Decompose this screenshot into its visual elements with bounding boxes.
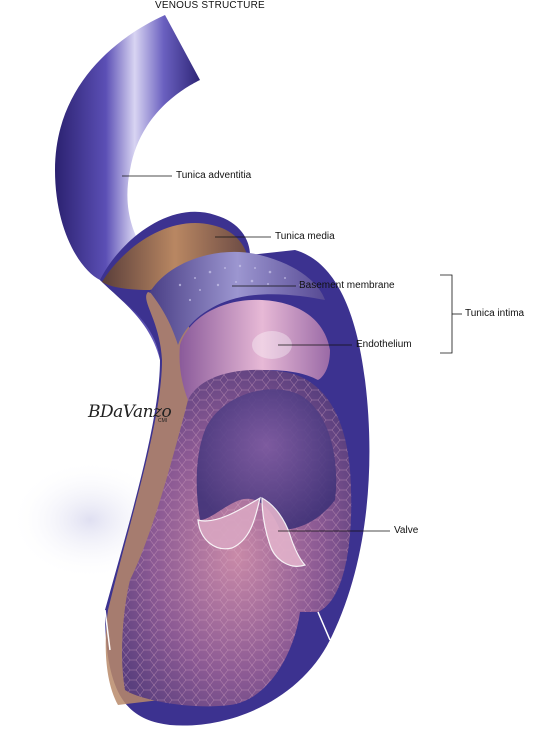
endothelium-layer [179,299,330,400]
valve-cusp-right [261,496,307,567]
label-tunica-intima: Tunica intima [465,308,525,319]
basement-membrane-texture [178,264,301,302]
label-basement-membrane: Basement membrane [299,280,395,291]
valve-cusp-back [196,389,337,530]
basement-membrane-layer [150,251,325,345]
label-valve: Valve [394,525,419,536]
artist-credential: CMI [158,418,168,424]
label-tunica-adventitia: Tunica adventitia [176,170,252,181]
diagram-title: VENOUS STRUCTURE [155,0,265,11]
tunica-adventitia-tube [55,15,200,290]
leader-lines [122,175,462,532]
artist-signature: BDaVanzo [88,402,172,422]
endothelium-highlight [252,331,292,359]
tunica-intima-bracket [440,274,453,354]
label-tunica-media: Tunica media [275,231,335,242]
valve-cusp-left [197,496,261,550]
cut-edge-outline [104,609,331,651]
label-endothelium: Endothelium [356,339,412,350]
tunica-media-layer [102,223,248,290]
